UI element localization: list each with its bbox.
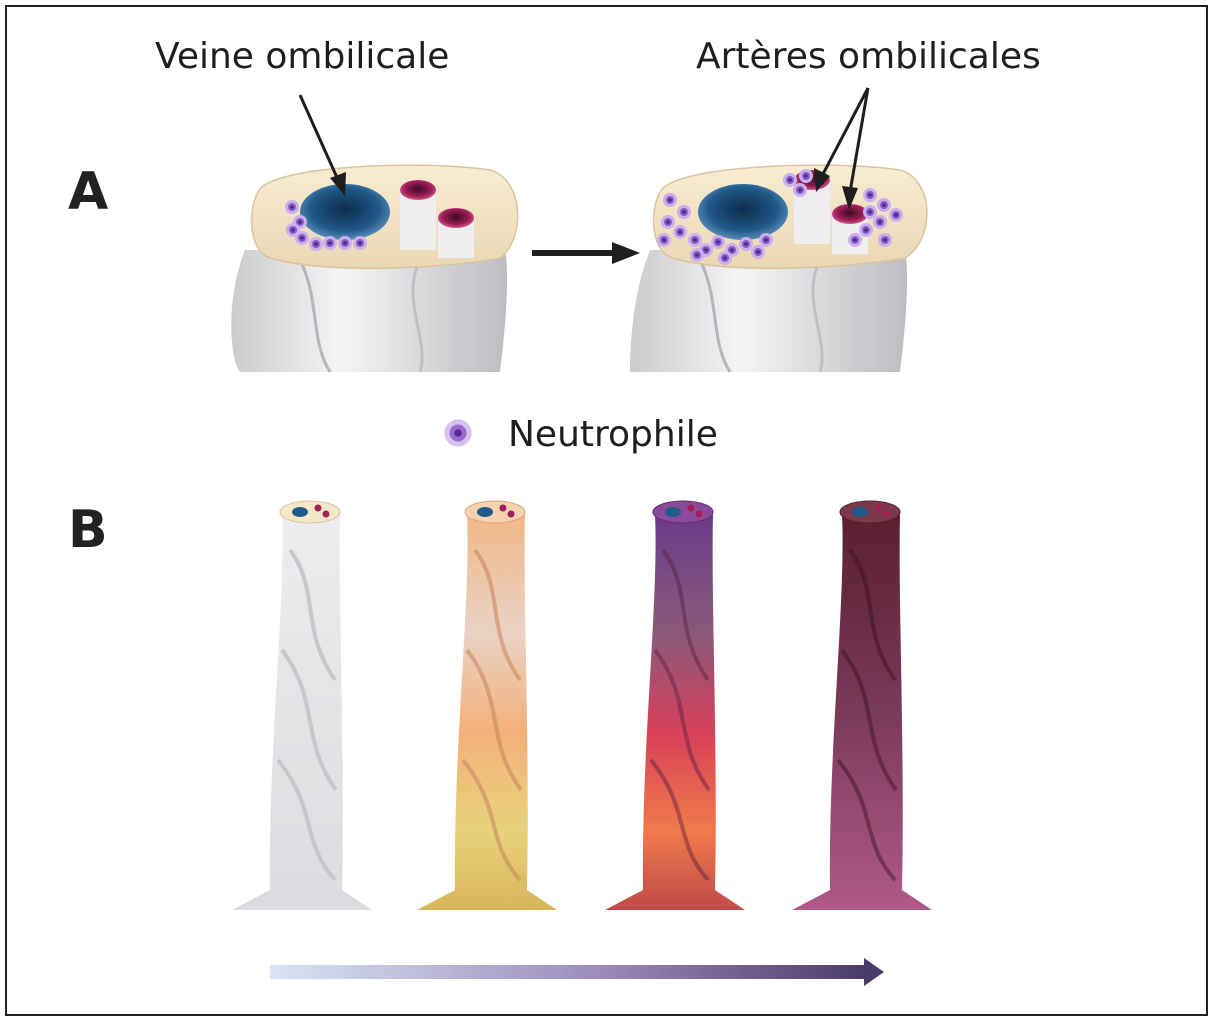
neutrophil-cell-icon (444, 419, 472, 447)
neutrophil-legend-label: Neutrophile (508, 414, 718, 455)
arteries-label: Artères ombilicales (696, 36, 1041, 77)
figure-frame (5, 5, 1208, 1016)
artery-pointers (814, 87, 870, 210)
cord-cross-section-inflamed (630, 164, 928, 373)
vein-pointer (298, 94, 346, 196)
vein-label: Veine ombilicale (155, 36, 450, 77)
cord-stage-1 (232, 500, 372, 910)
cord-cross-section-normal (231, 164, 519, 373)
gradient-arrow (270, 958, 884, 986)
cord-stage-3 (605, 500, 745, 910)
cord-stage-4 (792, 500, 932, 910)
transition-arrow (532, 242, 640, 264)
panel-a-letter: A (68, 162, 109, 222)
panel-b-letter: B (68, 500, 108, 560)
cord-stage-2 (417, 500, 557, 910)
